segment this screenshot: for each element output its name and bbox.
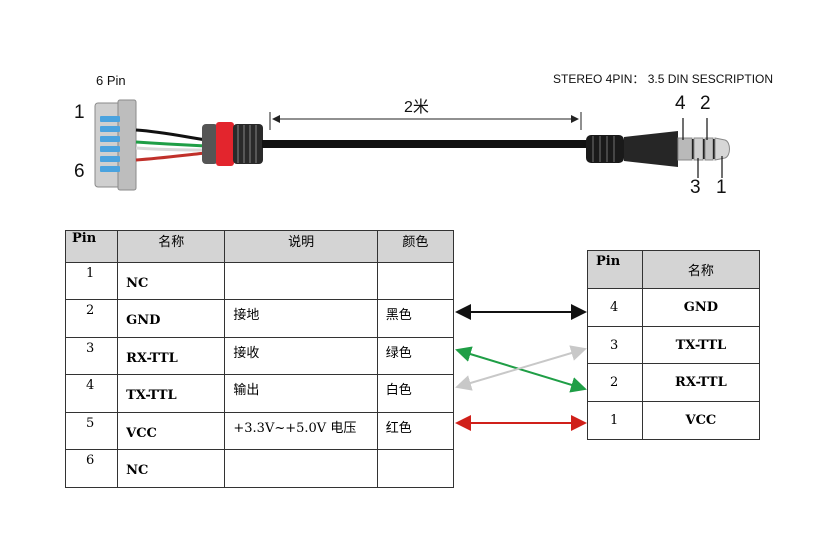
jack-label-4: 4 [675, 93, 686, 114]
connector-pins [100, 116, 120, 172]
pin-number: 5 [64, 412, 119, 450]
wire-color: 黑色 [376, 299, 455, 338]
jack-label-1: 1 [716, 177, 727, 198]
wire-color: 白色 [376, 374, 455, 413]
header-name: 名称 [641, 250, 761, 289]
pin-description: 输出 [224, 374, 378, 413]
pin-description: 接地 [224, 299, 378, 338]
pin-name: RX-TTL [117, 337, 226, 375]
six-pin-label: 6 Pin [96, 73, 126, 88]
table-row: 3 RX-TTL 接收 绿色 [64, 337, 455, 375]
six-pin-connector [94, 99, 137, 191]
pin-number: 6 [64, 449, 119, 488]
pin-mapping-arrows [455, 304, 587, 431]
jack-pin-pointers [682, 118, 723, 178]
header-description: 说明 [224, 230, 378, 263]
pin-number: 3 [587, 326, 643, 364]
pin-6-label: 6 [74, 161, 85, 182]
table-row: 1 VCC [587, 401, 761, 440]
pin-description [224, 449, 378, 488]
wire-color: 红色 [376, 412, 455, 450]
main-cable [262, 140, 588, 148]
jack-label-3: 3 [690, 177, 701, 198]
pin-number: 2 [64, 299, 119, 338]
pin-name: NC [117, 262, 226, 300]
table-row: 4 TX-TTL 输出 白色 [64, 374, 455, 413]
pin-number: 4 [587, 288, 643, 327]
length-dimension [269, 112, 582, 130]
pin-description [224, 262, 378, 300]
pin-name: TX-TTL [641, 326, 761, 364]
rx-tx-mapping-arrow [455, 346, 587, 393]
table-row: 3 TX-TTL [587, 326, 761, 364]
pin-number: 1 [64, 262, 119, 300]
jack-title: STEREO 4PIN： 3.5 DIN SESCRIPTION [553, 72, 774, 86]
header-color: 颜色 [376, 230, 455, 263]
table-header-row: Pin 名称 说明 颜色 [64, 230, 455, 263]
audio-jack [586, 131, 730, 167]
pin-name: TX-TTL [117, 374, 226, 413]
pin-name: VCC [641, 401, 761, 440]
pin-name: NC [117, 449, 226, 488]
tx-rx-mapping-arrow [455, 345, 587, 391]
wire-color [376, 449, 455, 488]
pin-name: GND [641, 288, 761, 327]
connector-wires [135, 128, 207, 162]
pin-name: GND [117, 299, 226, 338]
pin-1-label: 1 [74, 102, 85, 123]
pin-description: 接收 [224, 337, 378, 375]
strain-relief [202, 122, 263, 166]
connector-pinout-table: Pin 名称 说明 颜色 1 NC 2 GND 接地 黑色 3 RX-TTL 接… [64, 230, 455, 488]
header-name: 名称 [117, 230, 226, 263]
header-pin: Pin [587, 250, 643, 289]
table-row: 5 VCC +3.3V~+5.0V 电压 红色 [64, 412, 455, 450]
table-row: 2 RX-TTL [587, 363, 761, 402]
pin-name: RX-TTL [641, 363, 761, 402]
wire-color: 绿色 [376, 337, 455, 375]
table-header-row: Pin 名称 [587, 250, 761, 289]
jack-pinout-table: Pin 名称 4 GND 3 TX-TTL 2 RX-TTL 1 VCC [587, 250, 761, 440]
table-row: 2 GND 接地 黑色 [64, 299, 455, 338]
table-row: 1 NC [64, 262, 455, 300]
pin-name: VCC [117, 412, 226, 450]
pin-description: +3.3V~+5.0V 电压 [224, 412, 378, 450]
cable-length-label: 2米 [404, 99, 429, 116]
header-pin: Pin [64, 230, 119, 263]
pin-number: 4 [64, 374, 119, 413]
table-row: 4 GND [587, 288, 761, 327]
pin-number: 2 [587, 363, 643, 402]
wire-color [376, 262, 455, 300]
pin-number: 1 [587, 401, 643, 440]
table-row: 6 NC [64, 449, 455, 488]
jack-label-2: 2 [700, 93, 711, 114]
pin-number: 3 [64, 337, 119, 375]
